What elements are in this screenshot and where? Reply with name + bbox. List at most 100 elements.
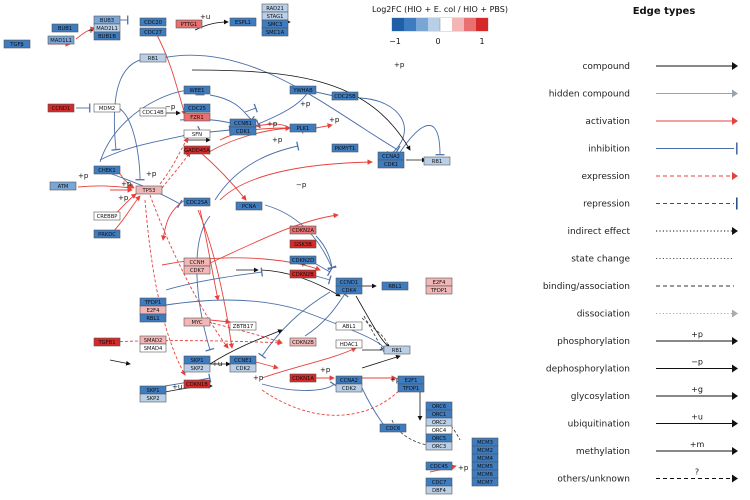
gene-node[interactable]: GADD45A (183, 145, 211, 155)
gene-node[interactable]: PCNA (235, 201, 263, 211)
gene-node[interactable]: YWHAB (289, 85, 317, 95)
gene-node[interactable]: CDK2 (335, 383, 363, 393)
gene-node[interactable]: MCM7 (471, 477, 499, 487)
gene-node[interactable]: RBL1 (381, 281, 409, 291)
gene-node[interactable]: GSK3B (289, 239, 317, 249)
gene-node[interactable]: CDC20 (139, 17, 167, 27)
gene-node[interactable]: SMAD4 (139, 343, 167, 353)
gene-node[interactable]: CDK4 (335, 285, 363, 295)
gene-node[interactable]: MDM2 (93, 103, 121, 113)
gene-node[interactable]: TFDP1 (139, 297, 167, 307)
gene-node[interactable]: CDKN2D (289, 255, 317, 265)
gene-node[interactable]: BUB1 (51, 23, 79, 33)
gene-node[interactable]: CDC27 (139, 27, 167, 37)
gene-node[interactable]: BUB3 (93, 15, 121, 25)
gene-node[interactable]: ORC2 (425, 417, 453, 427)
gene-node[interactable]: SKP2 (139, 393, 167, 403)
gene-node-box (183, 363, 211, 373)
edge-type-row: state change (571, 255, 734, 265)
gene-node[interactable]: PRKDC (93, 229, 121, 239)
gene-node[interactable]: PLK1 (289, 123, 317, 133)
gene-node[interactable]: PTTG1 (175, 19, 203, 29)
gene-node-box (289, 239, 317, 249)
gene-node[interactable]: CDC7 (425, 477, 453, 487)
gene-node[interactable]: MYC (183, 317, 211, 327)
gene-node[interactable]: RB1 (423, 156, 451, 166)
edge-expression (109, 340, 283, 346)
gene-node[interactable]: CDK1 (377, 159, 405, 169)
gene-node[interactable]: TGFβ (3, 39, 31, 49)
gene-node[interactable]: ZBTB17 (229, 321, 257, 331)
gene-node[interactable]: CDC45 (425, 461, 453, 471)
gene-node[interactable]: CREBBP (93, 211, 121, 221)
gene-node[interactable]: CCNA2 (335, 375, 363, 385)
gene-node[interactable]: CDC6 (379, 423, 407, 433)
legend-stripe (404, 18, 416, 31)
gene-node[interactable]: CDKN2B (289, 269, 317, 279)
gene-node[interactable]: CDK1 (229, 126, 257, 136)
gene-node[interactable]: STAG1 (261, 11, 289, 21)
gene-node[interactable]: HDAC1 (335, 339, 363, 349)
gene-node[interactable]: ABL1 (335, 321, 363, 331)
gene-node[interactable]: FZR1 (183, 112, 211, 122)
gene-node[interactable]: ORC4 (425, 425, 453, 435)
gene-node[interactable]: CCNE1 (229, 355, 257, 365)
gene-node[interactable]: CDKN1B (183, 379, 211, 389)
gene-node[interactable]: CHEK1 (93, 165, 121, 175)
gene-node[interactable]: CCND1 (47, 103, 75, 113)
gene-node[interactable]: CDC25A (183, 197, 211, 207)
gene-node[interactable]: SMAD2 (139, 335, 167, 345)
gene-node[interactable]: WEE1 (183, 85, 211, 95)
gene-node[interactable]: CDK2 (229, 363, 257, 373)
gene-node[interactable]: TP53 (135, 185, 163, 195)
edge-type-label: hidden compound (549, 90, 630, 100)
gene-node[interactable]: E2F1 (397, 375, 425, 385)
gene-node[interactable]: E2F4 (425, 277, 453, 287)
gene-node[interactable]: CDKN1A (289, 373, 317, 383)
gene-node[interactable]: SMC3 (261, 19, 289, 29)
gene-node[interactable]: BUB1B (93, 31, 121, 41)
gene-node[interactable]: TFDP1 (425, 285, 453, 295)
gene-node[interactable]: CDK7 (183, 265, 211, 275)
edge-inhibition (304, 290, 349, 337)
gene-node[interactable]: ORC6 (425, 401, 453, 411)
gene-node[interactable]: RB1 (383, 345, 411, 355)
gene-node[interactable]: MCM5 (471, 461, 499, 471)
gene-node[interactable]: DBF4 (425, 485, 453, 495)
gene-node[interactable]: SKP1 (139, 385, 167, 395)
gene-node[interactable]: MCM6 (471, 469, 499, 479)
gene-node[interactable]: MAD2L1 (93, 23, 121, 33)
gene-node[interactable]: PKMYT1 (331, 143, 359, 153)
gene-node-label: CDC45 (430, 464, 448, 470)
gene-node[interactable]: CDC25 (183, 103, 211, 113)
gene-node[interactable]: ORC5 (425, 433, 453, 443)
gene-node[interactable]: RAD21 (261, 3, 289, 13)
gene-node[interactable]: CDC14B (139, 107, 167, 117)
gene-node[interactable]: RB1 (139, 53, 167, 63)
gene-node[interactable]: MCM4 (471, 453, 499, 463)
gene-node[interactable]: MAD1L1 (47, 35, 75, 45)
gene-node[interactable]: CDKN2B (289, 337, 317, 347)
gene-node[interactable]: ESPL1 (229, 17, 257, 27)
gene-node[interactable]: CCND1 (335, 277, 363, 287)
gene-node[interactable]: SMC1A (261, 27, 289, 37)
gene-node[interactable]: SKP1 (183, 355, 211, 365)
gene-node[interactable]: TFDP1 (397, 383, 425, 393)
gene-node[interactable]: RBL1 (139, 313, 167, 323)
gene-node[interactable]: MCM3 (471, 437, 499, 447)
gene-node[interactable]: CDC25B (331, 91, 359, 101)
gene-node[interactable]: TGFB1 (93, 337, 121, 347)
gene-node[interactable]: E2F4 (139, 305, 167, 315)
gene-node[interactable]: ORC1 (425, 409, 453, 419)
gene-node[interactable]: CDKN2A (289, 225, 317, 235)
gene-node[interactable]: ATM (49, 181, 77, 191)
gene-node[interactable]: CCNB1 (229, 118, 257, 128)
gene-node[interactable]: ORC3 (425, 441, 453, 451)
gene-node[interactable]: CCNH (183, 257, 211, 267)
log2fc-legend: Log2FC (HIO + E. col / HIO + PBS) −1 0 1 (372, 5, 508, 46)
gene-node[interactable]: SKP2 (183, 363, 211, 373)
gene-node[interactable]: CCNA2 (377, 151, 405, 161)
gene-node[interactable]: SFN (183, 129, 211, 139)
gene-node[interactable]: MCM2 (471, 445, 499, 455)
